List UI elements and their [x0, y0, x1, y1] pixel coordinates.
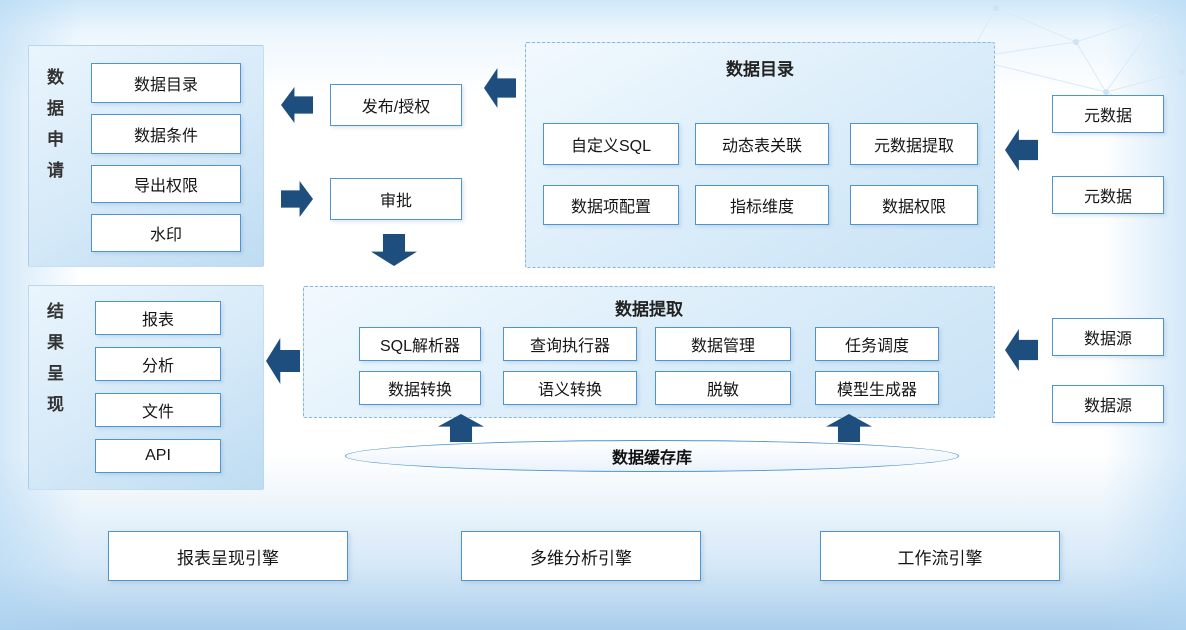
arrow-left-icon-catalog-to-publish: [484, 68, 516, 108]
node-file: 文件: [95, 393, 221, 427]
node-metadata-2: 元数据: [1052, 176, 1164, 214]
arrow-left-icon-metadata-to-catalog: [1005, 129, 1038, 171]
arrow-up-icon-cache-to-extract-right: [826, 414, 872, 442]
data-apply-label: 数据申请: [44, 68, 63, 192]
arrow-left-icon-publish-to-apply: [281, 87, 313, 123]
node-data-permission: 数据权限: [850, 185, 978, 225]
arrow-left-icon-datasource-to-extract: [1005, 329, 1038, 371]
node-data-condition: 数据条件: [91, 114, 241, 154]
node-data-cache: 数据缓存库: [345, 440, 959, 472]
node-datasource-2: 数据源: [1052, 385, 1164, 423]
data-extract-panel: 数据提取 SQL解析器 查询执行器 数据管理 任务调度 数据转换 语义转换 脱敏…: [303, 286, 995, 418]
node-publish-authorize: 发布/授权: [330, 84, 462, 126]
node-watermark: 水印: [91, 214, 241, 252]
data-catalog-title: 数据目录: [726, 60, 794, 79]
node-olap-engine: 多维分析引擎: [461, 531, 701, 581]
node-dynamic-table-join: 动态表关联: [695, 123, 829, 165]
result-label: 结果呈现: [44, 302, 63, 426]
node-metadata-1: 元数据: [1052, 95, 1164, 133]
node-export-permission: 导出权限: [91, 165, 241, 203]
node-data-management: 数据管理: [655, 327, 791, 361]
arrow-left-icon-extract-to-result: [266, 338, 300, 384]
node-workflow-engine: 工作流引擎: [820, 531, 1060, 581]
data-apply-panel: 数据申请 数据目录 数据条件 导出权限 水印: [28, 45, 264, 267]
arrow-right-icon-apply-to-approve: [281, 181, 313, 217]
node-api: API: [95, 439, 221, 473]
node-report-engine: 报表呈现引擎: [108, 531, 348, 581]
node-metadata-extract: 元数据提取: [850, 123, 978, 165]
node-analysis: 分析: [95, 347, 221, 381]
node-sql-parser: SQL解析器: [359, 327, 481, 361]
node-data-item-config: 数据项配置: [543, 185, 679, 225]
node-data-masking: 脱敏: [655, 371, 791, 405]
node-query-executor: 查询执行器: [503, 327, 637, 361]
node-model-generator: 模型生成器: [815, 371, 939, 405]
data-extract-title: 数据提取: [615, 300, 683, 319]
data-catalog-panel: 数据目录 自定义SQL 动态表关联 元数据提取 数据项配置 指标维度 数据权限: [525, 42, 995, 268]
node-data-transform: 数据转换: [359, 371, 481, 405]
node-data-catalog: 数据目录: [91, 63, 241, 103]
node-task-scheduler: 任务调度: [815, 327, 939, 361]
result-panel: 结果呈现 报表 分析 文件 API: [28, 285, 264, 490]
node-approval: 审批: [330, 178, 462, 220]
node-report: 报表: [95, 301, 221, 335]
arrow-down-icon-approve-to-extract: [371, 234, 417, 266]
node-custom-sql: 自定义SQL: [543, 123, 679, 165]
node-indicator-dimension: 指标维度: [695, 185, 829, 225]
arrow-up-icon-cache-to-extract-left: [438, 414, 484, 442]
node-datasource-1: 数据源: [1052, 318, 1164, 356]
node-semantic-transform: 语义转换: [503, 371, 637, 405]
